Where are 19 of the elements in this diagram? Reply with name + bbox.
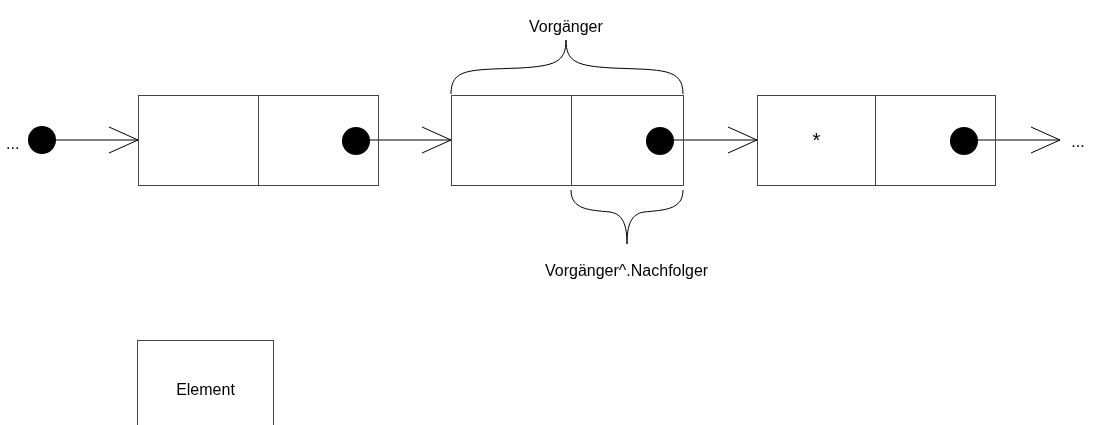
list-cell bbox=[571, 95, 684, 186]
list-cell bbox=[138, 95, 259, 186]
ellipsis-text: ... bbox=[6, 135, 20, 153]
ellipsis-text: ... bbox=[1064, 132, 1092, 152]
pointer-dot bbox=[342, 127, 370, 155]
arrow bbox=[672, 126, 758, 154]
list-cell bbox=[875, 95, 996, 186]
pointer-dot bbox=[28, 126, 56, 154]
pointer-dot bbox=[950, 127, 978, 155]
arrow bbox=[55, 126, 139, 154]
list-cell: Element bbox=[137, 340, 274, 425]
arrow bbox=[368, 126, 452, 154]
pointer-dot bbox=[646, 127, 674, 155]
bracket-label: Vorgänger bbox=[529, 18, 603, 36]
list-cell bbox=[451, 95, 572, 186]
list-cell bbox=[258, 95, 379, 186]
bracket-label: Vorgänger^.Nachfolger bbox=[545, 262, 709, 280]
list-cell: * bbox=[757, 95, 876, 186]
arrow bbox=[976, 126, 1061, 154]
